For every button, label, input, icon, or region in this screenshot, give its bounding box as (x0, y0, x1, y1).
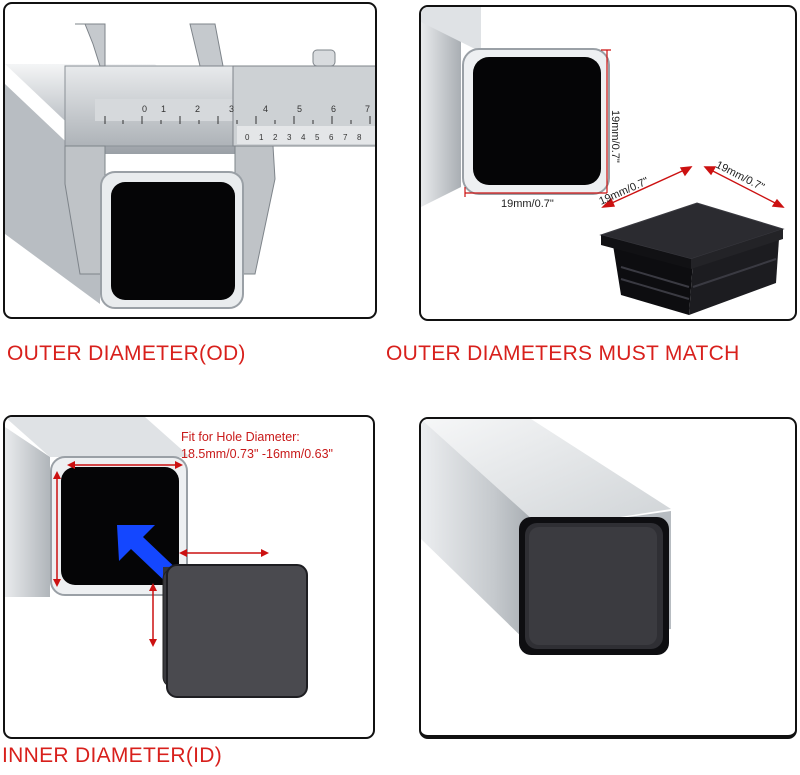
svg-text:8: 8 (357, 133, 362, 142)
panel-outer-match: 19mm/0.7" 19mm/0.7" 19mm/0.7" 19mm/0.7" (419, 5, 797, 321)
cap-right-label: 19mm/0.7" (714, 159, 767, 194)
plastic-cap-insert (162, 564, 308, 698)
caliper-main-scale: 0 1 2 3 4 5 6 7 (142, 104, 370, 114)
svg-text:4: 4 (301, 133, 306, 142)
panel-outer-diameter: 0 1 2 3 4 5 6 7 0 1 2 3 4 5 6 7 8 (3, 2, 377, 319)
caption-outer-diameter: OUTER DIAMETER(OD) (7, 342, 246, 365)
inner-diameter-photo: Fit for Hole Diameter: 18.5mm/0.73" -16m… (5, 417, 333, 698)
svg-text:1: 1 (259, 133, 264, 142)
installed-end-cap (519, 517, 669, 655)
svg-text:4: 4 (263, 104, 268, 114)
caliper-photo: 0 1 2 3 4 5 6 7 0 1 2 3 4 5 6 7 8 (5, 23, 375, 309)
tube-height-label: 19mm/0.7" (609, 110, 621, 163)
tube-width-label: 19mm/0.7" (501, 198, 554, 210)
svg-text:2: 2 (273, 133, 278, 142)
svg-text:3: 3 (229, 104, 234, 114)
svg-text:7: 7 (343, 133, 348, 142)
svg-text:0: 0 (142, 104, 147, 114)
svg-text:2: 2 (195, 104, 200, 114)
svg-text:3: 3 (287, 133, 292, 142)
svg-text:6: 6 (331, 104, 336, 114)
fit-hole-range: 18.5mm/0.73" -16mm/0.63" (181, 447, 333, 461)
svg-text:5: 5 (297, 104, 302, 114)
svg-text:6: 6 (329, 133, 334, 142)
svg-text:5: 5 (315, 133, 320, 142)
caption-inner-diameter: INNER DIAMETER(ID) (2, 744, 223, 767)
installed-cap-photo (421, 419, 671, 655)
svg-text:0: 0 (245, 133, 250, 142)
caption-outer-match: OUTER DIAMETERS MUST MATCH (386, 342, 740, 365)
caliper-vernier-scale: 0 1 2 3 4 5 6 7 8 (245, 133, 362, 142)
plastic-cap (599, 202, 785, 315)
panel-installed (419, 417, 797, 739)
panel-inner-diameter: Fit for Hole Diameter: 18.5mm/0.73" -16m… (3, 415, 375, 739)
fit-hole-title: Fit for Hole Diameter: (181, 430, 300, 444)
tube-and-cap-photo: 19mm/0.7" 19mm/0.7" 19mm/0.7" 19mm/0.7" (421, 7, 785, 315)
svg-text:7: 7 (365, 104, 370, 114)
svg-text:1: 1 (161, 104, 166, 114)
